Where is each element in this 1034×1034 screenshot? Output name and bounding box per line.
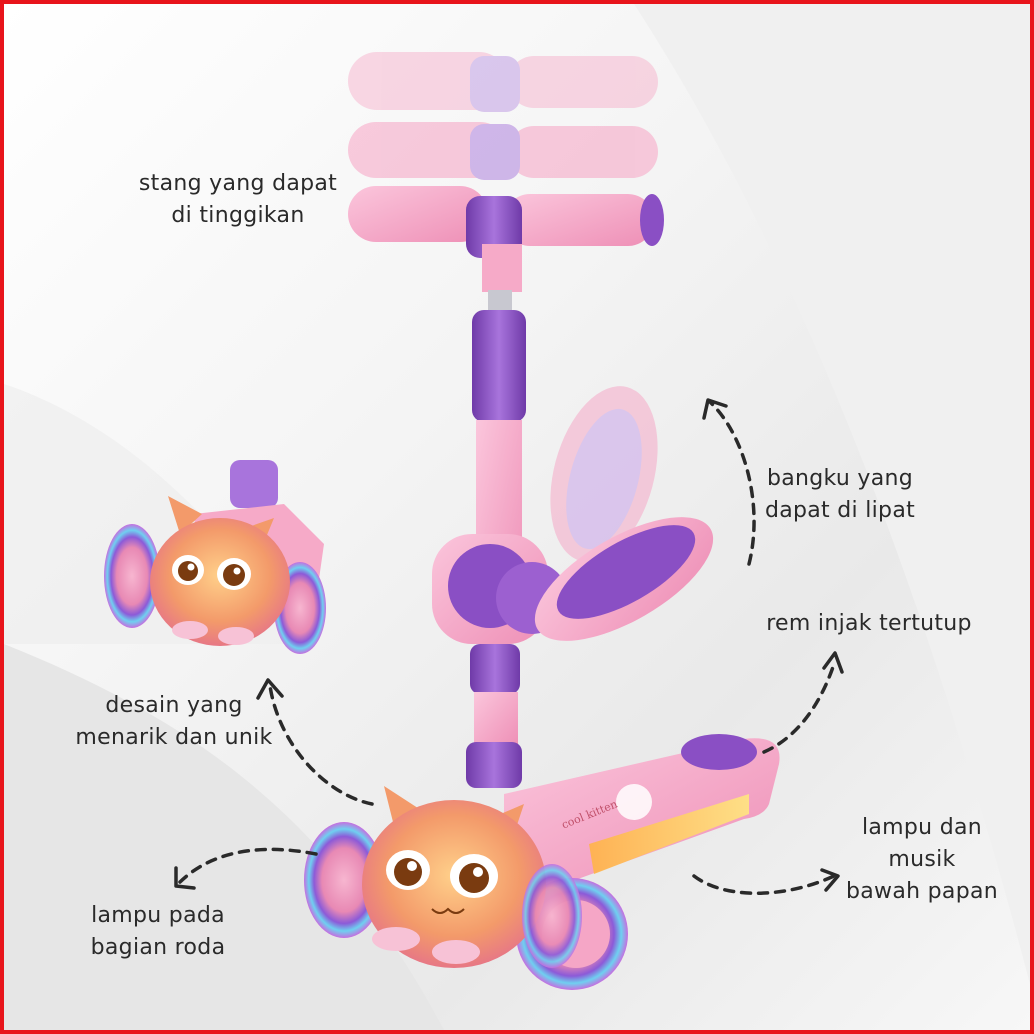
label-line: dapat di lipat <box>764 498 916 523</box>
scooter-illustration <box>4 4 1030 1030</box>
label-line: bawah papan <box>846 879 998 904</box>
label-line: rem injak tertutup <box>766 611 972 636</box>
label-line: bagian roda <box>90 935 226 960</box>
handlebar <box>348 186 664 292</box>
label-line: stang yang dapat <box>138 171 338 196</box>
label-line: lampu pada <box>91 903 225 928</box>
arrow-design <box>268 684 374 806</box>
label-handlebar: stang yang dapat di tinggikan <box>108 168 368 232</box>
arrowhead-design <box>256 678 284 700</box>
arrow-brake <box>762 662 836 754</box>
label-design: desain yang menarik dan unik <box>54 690 294 754</box>
label-wheel-lights: lampu pada bagian roda <box>58 900 258 964</box>
label-deck-lights: lampu dan musik bawah papan <box>822 812 1022 908</box>
cat-front-body <box>362 786 546 968</box>
arrowhead-brake <box>822 651 844 674</box>
label-line: desain yang <box>105 693 243 718</box>
deck <box>504 734 780 887</box>
handlebar-ghost-middle <box>348 122 658 180</box>
arrow-seat <box>708 400 756 566</box>
arrowhead-deck <box>820 868 840 892</box>
cat-closeup-inset <box>104 460 326 654</box>
label-line: lampu dan <box>861 815 982 840</box>
background-swoosh <box>634 4 1030 984</box>
arrow-deck <box>692 874 836 895</box>
seat-ghost <box>550 386 658 562</box>
folding-seat <box>432 517 714 644</box>
arrowhead-seat <box>702 398 728 420</box>
label-line: bangku yang <box>766 466 914 491</box>
label-line: musik <box>888 847 956 872</box>
arrowhead-wheel <box>174 866 196 890</box>
handlebar-ghost-top <box>348 52 658 112</box>
label-brake: rem injak tertutup <box>739 608 999 640</box>
label-line: menarik dan unik <box>75 725 273 750</box>
label-line: di tinggikan <box>171 203 305 228</box>
front-wheel-right <box>522 864 582 968</box>
front-wheel-left <box>304 822 384 938</box>
arrow-wheel <box>178 847 318 884</box>
label-seat: bangku yang dapat di lipat <box>740 463 940 527</box>
